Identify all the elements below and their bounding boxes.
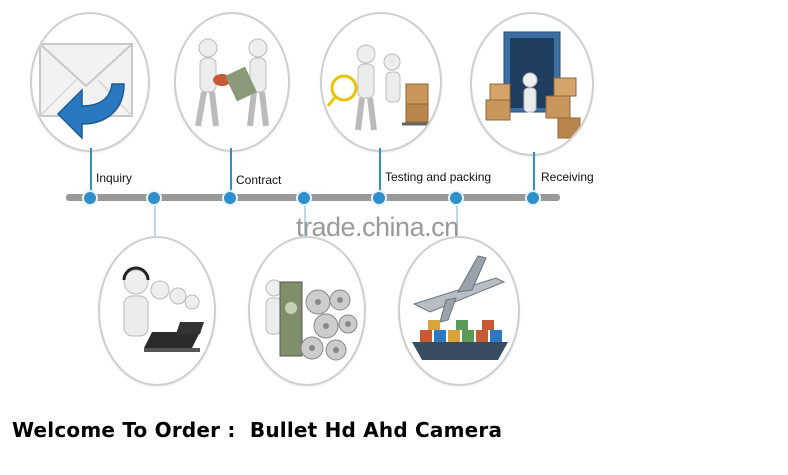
timeline-dropline — [304, 206, 306, 236]
footer-product-name: Bullet Hd Ahd Camera — [249, 418, 503, 442]
timeline-dropline — [456, 206, 458, 236]
container-receiving-icon — [485, 31, 581, 139]
step-contract-label: Contract — [236, 173, 282, 187]
footer-prefix: Welcome To Order : — [12, 418, 236, 442]
customer-service-icon — [122, 266, 204, 352]
step-testing-label: Testing and packing — [385, 170, 492, 184]
payment-gears-icon — [265, 279, 358, 361]
footer-heading: Welcome To Order : Bullet Hd Ahd Camera — [12, 418, 502, 442]
step-receiving-stem — [533, 152, 535, 194]
process-timeline — [66, 194, 560, 201]
shipping-circle — [398, 236, 520, 386]
envelope-reply-icon — [39, 43, 133, 140]
step-receiving-label: Receiving — [541, 170, 594, 184]
payment-circle — [248, 236, 366, 386]
step-testing-stem — [379, 148, 381, 194]
step-receiving-circle — [470, 12, 594, 156]
timeline-dot — [525, 190, 541, 206]
timeline-dot — [146, 190, 162, 206]
step-testing-circle — [320, 12, 442, 152]
air-sea-shipping-icon — [412, 255, 508, 360]
timeline-dot — [448, 190, 464, 206]
timeline-dropline — [154, 206, 156, 236]
step-inquiry-label: Inquiry — [96, 171, 133, 185]
step-contract-circle — [174, 12, 290, 152]
step-inquiry-stem — [90, 148, 92, 194]
timeline-dot — [82, 190, 98, 206]
timeline-dot — [296, 190, 312, 206]
timeline-dot — [222, 190, 238, 206]
timeline-dot — [371, 190, 387, 206]
customer-service-circle — [98, 236, 216, 386]
testing-packing-icon — [326, 44, 430, 131]
contract-handover-icon — [195, 38, 269, 127]
step-contract-stem — [230, 148, 232, 194]
step-inquiry-circle — [30, 12, 150, 152]
watermark-text: trade.china.cn — [296, 212, 459, 242]
